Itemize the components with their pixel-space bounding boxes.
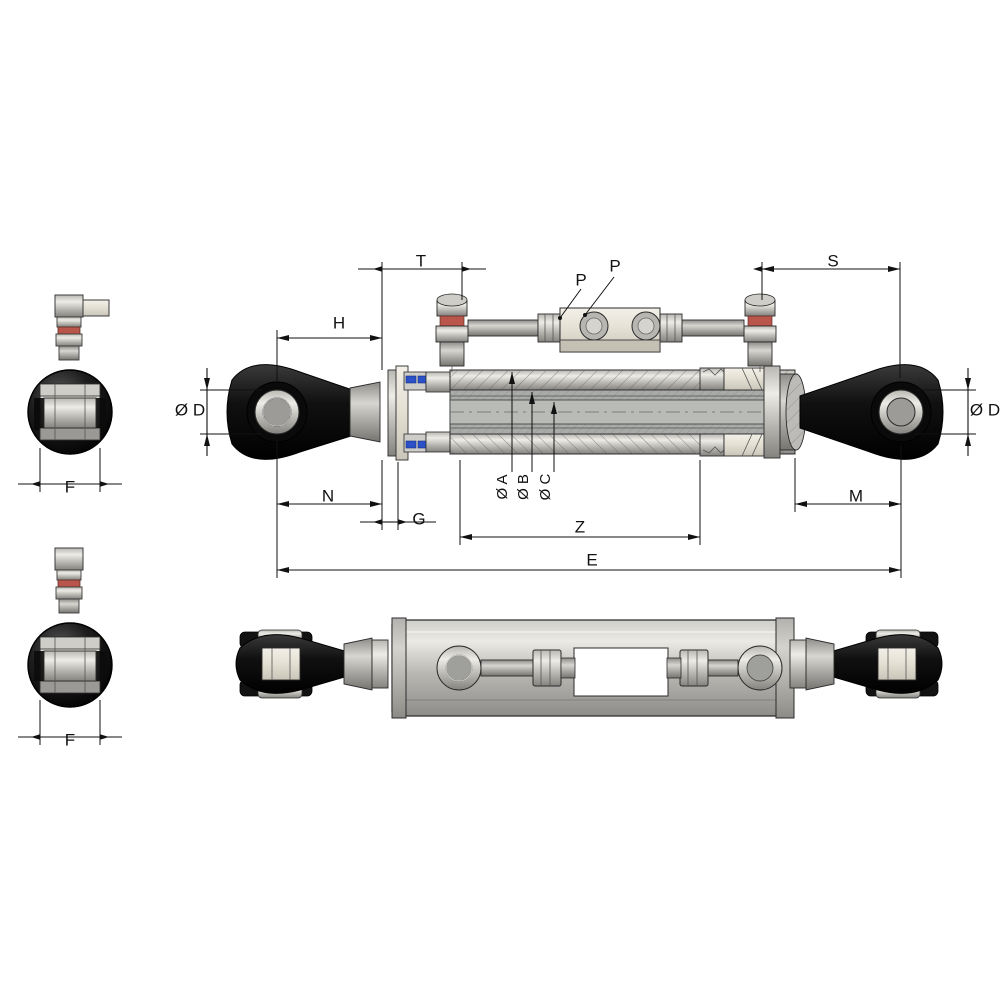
leader-P-right: P: [583, 256, 621, 317]
end-view-top-left: F: [18, 294, 122, 496]
dimension-H: H: [276, 313, 383, 382]
dim-label-B: Ø B: [515, 474, 532, 500]
section-view-main: T S H P P: [175, 251, 1000, 578]
right-rod-end: [799, 364, 944, 460]
exterior-valve-assembly: [436, 645, 783, 691]
dim-label-F-top: F: [65, 477, 75, 496]
dim-label-P-left: P: [575, 270, 586, 289]
leader-A: Ø A: [494, 372, 515, 500]
dimension-E: E: [276, 440, 902, 578]
dim-label-H: H: [333, 313, 345, 332]
end-view-bottom-left-stem: [54, 547, 84, 614]
dim-label-M: M: [849, 486, 863, 505]
dim-label-D-right: Ø D: [970, 400, 1000, 419]
valve-block-assembly: [435, 293, 777, 372]
leader-P-left: P: [558, 270, 587, 320]
dim-label-D-left: Ø D: [175, 400, 205, 419]
dim-label-G: G: [412, 509, 425, 528]
dim-label-T: T: [416, 251, 426, 270]
dimension-S: S: [753, 251, 901, 378]
exterior-left-rod-end: [235, 629, 389, 699]
dim-label-Z: Z: [575, 517, 585, 536]
exterior-view-bottom: [235, 617, 943, 719]
dim-label-P-right: P: [609, 256, 620, 275]
dimension-D-right: Ø D: [916, 368, 1000, 456]
dim-label-C: Ø C: [537, 474, 554, 501]
dim-label-A: Ø A: [494, 474, 511, 499]
dimension-F-bottom-left: F: [18, 700, 122, 749]
leader-C: Ø C: [537, 402, 557, 500]
left-rod-end: [226, 364, 381, 460]
dim-label-N: N: [322, 486, 334, 505]
gland-assembly-left: [387, 365, 451, 461]
dim-label-E: E: [586, 550, 597, 569]
dimension-G: G: [360, 460, 436, 530]
end-view-top-left-stem: [54, 294, 110, 361]
exterior-right-rod-end: [789, 629, 943, 699]
leader-B: Ø B: [515, 392, 535, 500]
dim-label-F-bottom: F: [65, 730, 75, 749]
dimension-D-left: Ø D: [175, 368, 262, 456]
cylinder-barrel-section: [449, 365, 807, 459]
dim-label-S: S: [827, 251, 838, 270]
dimension-F-top-left: F: [18, 448, 122, 496]
dimension-Z: Z: [459, 460, 701, 545]
end-view-bottom-left: F: [18, 547, 122, 749]
